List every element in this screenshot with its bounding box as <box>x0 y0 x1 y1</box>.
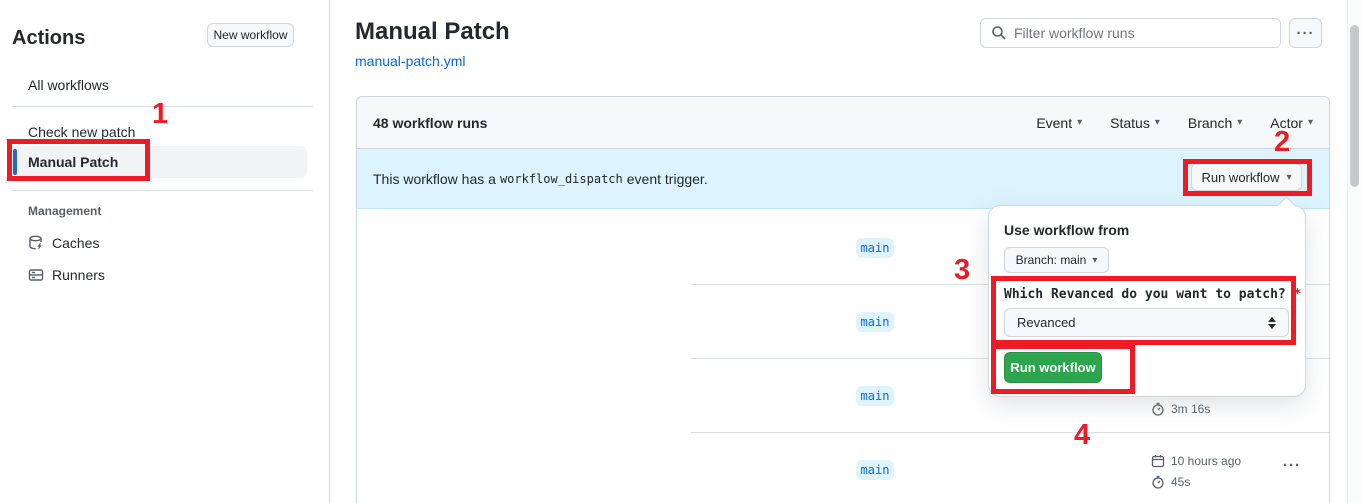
run-workflow-popup: Use workflow from Branch: main▾ Which Re… <box>988 205 1306 397</box>
workflow-dispatch-banner: This workflow has a workflow_dispatch ev… <box>357 149 1329 209</box>
required-asterisk: * <box>1293 287 1302 302</box>
actions-sidebar: Actions New workflow All workflows Check… <box>0 0 330 503</box>
sidebar-title: Actions <box>12 27 86 49</box>
page-title: Manual Patch <box>355 18 510 45</box>
sidebar-item-manual-patch[interactable] <box>13 146 307 178</box>
sidebar-item-manual-patch-label: Manual Patch <box>28 154 119 170</box>
sidebar-item-check-new-patch[interactable]: Check new patch <box>28 124 136 140</box>
revanced-select-value: Revanced <box>1017 315 1076 330</box>
run-kebab-button[interactable]: ··· <box>1283 457 1301 474</box>
chevron-down-icon: ▾ <box>1154 117 1160 128</box>
workflow-file-link[interactable]: manual-patch.yml <box>355 53 466 69</box>
chevron-down-icon: ▾ <box>1286 171 1292 183</box>
filter-runs-search[interactable] <box>980 18 1281 48</box>
chevron-down-icon: ▾ <box>1077 117 1083 128</box>
selected-accent-bar <box>13 149 17 175</box>
run-filters: Event▾ Status▾ Branch▾ Actor▾ <box>1036 115 1313 131</box>
sidebar-item-caches[interactable]: Caches <box>28 235 99 251</box>
sidebar-item-runners[interactable]: Runners <box>28 267 105 283</box>
sidebar-item-all-workflows[interactable]: All workflows <box>28 77 109 93</box>
page-scrollbar-track[interactable] <box>1347 0 1361 503</box>
stopwatch-icon <box>1151 402 1165 416</box>
runs-panel-header: 48 workflow runs Event▾ Status▾ Branch▾ … <box>357 97 1329 149</box>
search-input[interactable] <box>1014 25 1270 41</box>
sidebar-item-caches-label: Caches <box>52 235 100 251</box>
branch-badge[interactable]: main <box>856 312 894 332</box>
sidebar-divider <box>12 190 313 191</box>
branch-badge[interactable]: main <box>856 238 894 258</box>
run-duration: 3m 16s <box>1151 402 1210 416</box>
management-heading: Management <box>28 204 102 218</box>
filter-status[interactable]: Status▾ <box>1110 114 1160 131</box>
branch-badge[interactable]: main <box>856 386 894 406</box>
new-workflow-button[interactable]: New workflow <box>207 23 294 47</box>
chevron-down-icon: ▾ <box>1237 117 1243 128</box>
filter-branch[interactable]: Branch▾ <box>1187 114 1243 131</box>
banner-text-after: event trigger. <box>626 170 708 187</box>
banner-text-before: This workflow has a <box>373 170 496 187</box>
page-kebab-button[interactable]: ··· <box>1289 18 1322 48</box>
run-workflow-dropdown-button[interactable]: Run workflow▾ <box>1191 163 1302 191</box>
kebab-icon: ··· <box>1296 24 1315 42</box>
popup-heading: Use workflow from <box>1004 222 1130 238</box>
chevron-down-icon: ▾ <box>1307 117 1313 128</box>
row-divider <box>691 432 1330 433</box>
select-updown-icon <box>1268 316 1276 329</box>
runs-count: 48 workflow runs <box>373 114 488 131</box>
calendar-icon <box>1151 454 1165 468</box>
sidebar-divider <box>12 106 313 107</box>
stopwatch-icon <box>1151 475 1165 489</box>
sidebar-item-runners-label: Runners <box>52 267 105 283</box>
cache-icon <box>28 235 44 251</box>
filter-event[interactable]: Event▾ <box>1036 114 1083 131</box>
run-date: 10 hours ago <box>1151 454 1241 468</box>
run-duration: 45s <box>1151 475 1190 489</box>
revanced-select[interactable]: Revanced <box>1004 308 1289 337</box>
branch-badge[interactable]: main <box>856 460 894 480</box>
kebab-icon: ··· <box>1283 457 1301 474</box>
page-scrollbar-thumb[interactable] <box>1350 25 1359 187</box>
workflow-input-label: Which Revanced do you want to patch? * <box>1004 287 1302 302</box>
branch-select-button[interactable]: Branch: main▾ <box>1004 247 1109 273</box>
runners-icon <box>28 267 44 283</box>
search-icon <box>991 25 1007 41</box>
banner-code: workflow_dispatch <box>499 171 623 186</box>
chevron-down-icon: ▾ <box>1092 254 1098 266</box>
run-workflow-submit-button[interactable]: Run workflow <box>1004 352 1102 383</box>
filter-actor[interactable]: Actor▾ <box>1270 114 1313 131</box>
workflow-runs-panel: 48 workflow runs Event▾ Status▾ Branch▾ … <box>356 96 1330 503</box>
